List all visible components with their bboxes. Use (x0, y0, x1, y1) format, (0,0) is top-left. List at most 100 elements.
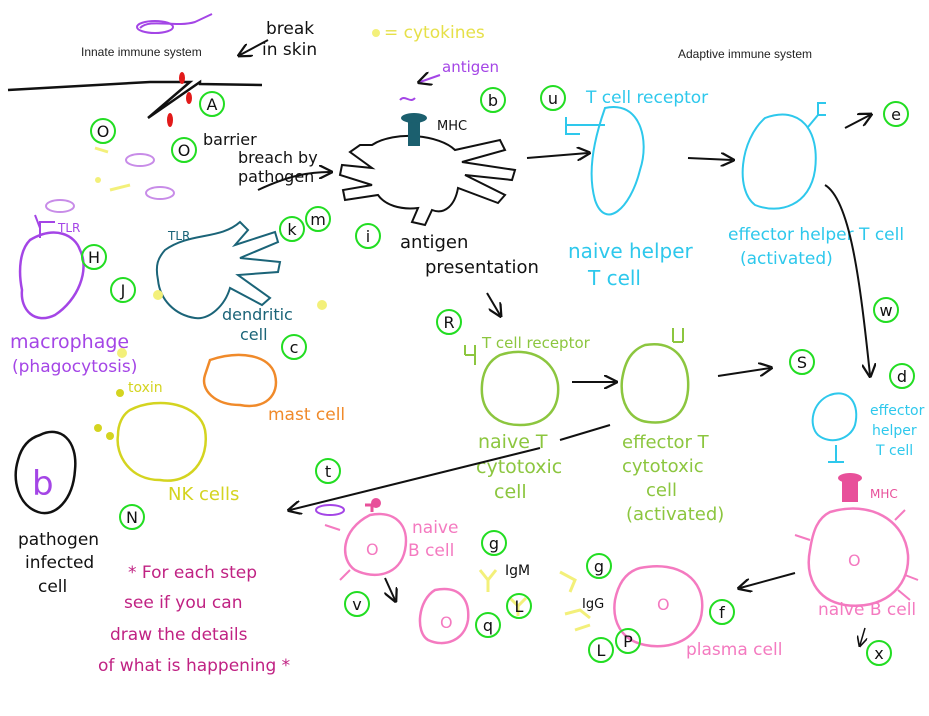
barrier-label-1: barrier (203, 130, 257, 149)
bacteria-icon (145, 186, 175, 200)
step-label-circle (475, 612, 501, 638)
step-label-circle (436, 309, 462, 335)
step-label: O (178, 141, 191, 160)
step-label: P (623, 632, 633, 651)
barrier-label-2: breach by (238, 148, 318, 167)
effector-helper-1: effector helper T cell (728, 225, 904, 245)
cytokine-dot (153, 290, 163, 300)
receptor-icon (807, 102, 826, 128)
arrow-to-s (717, 368, 770, 377)
bacteria-icon (136, 20, 174, 34)
bacteria-icon (315, 504, 345, 516)
cytokine-dash (109, 183, 131, 192)
macrophage (18, 231, 85, 320)
step-label-circle (588, 637, 614, 663)
step-label-circle (883, 101, 909, 127)
skin-line (7, 79, 263, 120)
arrow-to-cytotoxic (486, 292, 500, 315)
line-to-pathogen (559, 424, 611, 441)
step-label: d (897, 367, 907, 386)
arrow-to-plasma (740, 572, 796, 588)
barrier-label-3: pathogen (238, 167, 314, 186)
step-label-circle (873, 297, 899, 323)
mhc-icon (401, 113, 427, 123)
naive-helper-1: naive helper (568, 239, 694, 263)
receptor-icon (464, 345, 476, 365)
arrow-to-effector-helper (687, 158, 732, 160)
step-label-circle (110, 277, 136, 303)
cytokine-dot (317, 300, 327, 310)
receptor-icon (828, 445, 844, 463)
mhc-icon (371, 498, 381, 508)
step-label-circle (305, 206, 331, 232)
step-label: J (120, 281, 126, 300)
step-label: L (597, 641, 606, 660)
step-label-circle (481, 530, 507, 556)
naive-cytotoxic-2: cytotoxic (476, 456, 562, 478)
dendritic-cell (155, 220, 282, 320)
heading-innate: Innate immune system (81, 45, 202, 59)
step-label-circle (789, 349, 815, 375)
step-label-circle (119, 504, 145, 530)
step-label: O (97, 122, 110, 141)
antigen-arrow (420, 75, 441, 82)
cytokine-dot (372, 29, 380, 37)
tlr-label-dendritic: TLR (167, 229, 190, 243)
note-line-1: * For each step (128, 563, 257, 583)
nk-cell (116, 401, 208, 482)
arrow-to-presentation (257, 172, 330, 191)
antigen-presentation-2: presentation (425, 257, 539, 278)
step-label: H (88, 248, 100, 267)
naive-helper-2: T cell (587, 266, 641, 290)
step-label: g (489, 534, 499, 553)
effector-helper-right-1: effector (870, 403, 925, 419)
step-label: w (879, 301, 892, 320)
plasma-cell (613, 565, 704, 648)
cytokines-label: = cytokines (384, 23, 485, 43)
antigen-presenting-cell (338, 134, 517, 227)
igm-label: IgM (505, 563, 530, 579)
tcell-receptor-top: T cell receptor (585, 88, 708, 108)
mhc-icon (842, 478, 858, 502)
arrow-to-x (860, 627, 865, 645)
step-label-circle (709, 599, 735, 625)
step-label: L (515, 597, 524, 616)
effector-helper-tcell (741, 113, 817, 210)
step-label: x (874, 644, 883, 663)
arrow-to-e (844, 115, 870, 129)
step-label-circle (866, 640, 892, 666)
arrow-to-naive-helper (526, 153, 588, 158)
step-label: m (310, 210, 326, 229)
antigen-squiggle (399, 97, 416, 101)
cytokine-dot (95, 177, 101, 183)
step-label: k (287, 220, 297, 239)
mhc-label: MHC (437, 119, 467, 134)
step-label: N (126, 508, 138, 527)
receptor-icon (672, 328, 684, 343)
igm-nucleus: O (440, 613, 453, 632)
step-label: t (325, 462, 331, 481)
toxin-label: toxin (128, 380, 163, 396)
effector-helper-right (811, 392, 858, 442)
step-label-circle (90, 118, 116, 144)
nk-label: NK cells (168, 484, 239, 505)
receptor-icon (34, 214, 55, 238)
step-label-circle (315, 458, 341, 484)
effector-helper-right-3: T cell (875, 443, 913, 459)
naive-cytotoxic-3: cell (494, 481, 527, 503)
antibody-icon (559, 570, 591, 632)
toxin-dot (94, 424, 102, 432)
note-line-3: draw the details (110, 625, 248, 645)
effector-helper-right-2: helper (872, 423, 917, 439)
step-label-circle (81, 244, 107, 270)
infected-label-1: pathogen (18, 530, 99, 550)
step-label: e (891, 105, 901, 124)
bacteria-icon (125, 153, 155, 167)
effector-helper-2: (activated) (740, 249, 833, 269)
step-label: v (352, 595, 361, 614)
step-label-circle (540, 85, 566, 111)
step-label: b (488, 91, 498, 110)
naive-b-cell-right (807, 507, 910, 607)
naive-b-top-nucleus: O (366, 540, 379, 559)
